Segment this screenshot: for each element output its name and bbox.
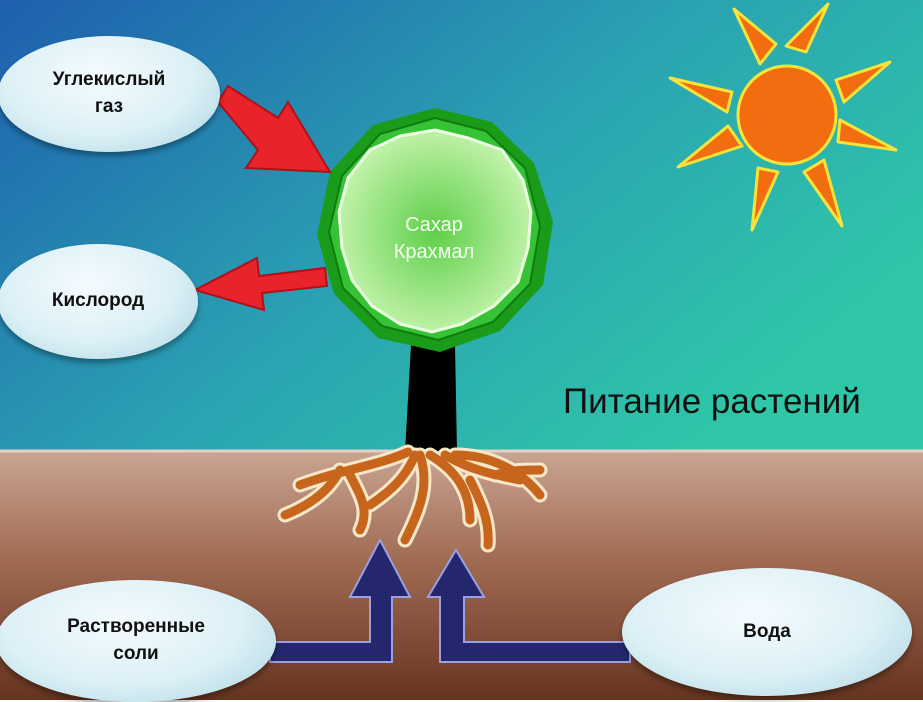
salts-label-line2: соли bbox=[113, 643, 159, 664]
water-arrow bbox=[426, 548, 631, 663]
co2-label: Углекислый газ bbox=[0, 36, 220, 152]
tree-trunk bbox=[405, 345, 457, 452]
crown-text-line2: Крахмал bbox=[393, 241, 475, 263]
oxygen-label-text: Кислород bbox=[51, 290, 145, 312]
water-label-text: Вода bbox=[743, 620, 791, 642]
sun-icon bbox=[668, 2, 898, 232]
salts-arrow bbox=[269, 537, 412, 663]
water-label: Вода bbox=[622, 568, 912, 696]
co2-label-line2: газ bbox=[94, 96, 124, 117]
crown-text: Сахар Крахмал bbox=[354, 212, 514, 266]
tree-crown bbox=[317, 108, 553, 352]
oxygen-label: Кислород bbox=[0, 244, 198, 359]
co2-arrow bbox=[216, 84, 332, 174]
tree-roots bbox=[277, 444, 548, 553]
co2-label-line1: Углекислый bbox=[52, 69, 166, 91]
salts-label: Растворенные соли bbox=[0, 580, 276, 702]
salts-label-line1: Растворенные bbox=[67, 616, 205, 638]
diagram-title: Питание растений bbox=[563, 382, 861, 421]
crown-text-line1: Сахар bbox=[405, 214, 463, 236]
oxygen-arrow bbox=[192, 256, 329, 312]
